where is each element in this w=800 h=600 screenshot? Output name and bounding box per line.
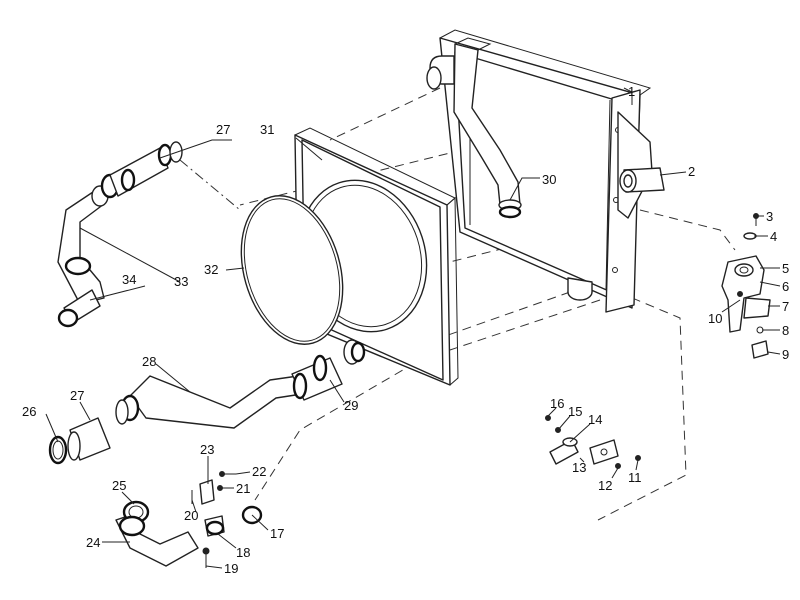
callout-23: 23	[200, 442, 214, 457]
callout-25: 25	[112, 478, 126, 493]
callout-14: 14	[588, 412, 602, 427]
callout-33: 33	[174, 274, 188, 289]
callout-20: 20	[184, 508, 198, 523]
lower-intake-hose	[115, 375, 303, 429]
callout-27-lower: 27	[70, 388, 84, 403]
mounting-bracket-right	[721, 213, 771, 359]
callout-9: 9	[782, 347, 789, 362]
callout-18: 18	[236, 545, 250, 560]
callout-28: 28	[142, 354, 156, 369]
callout-10: 10	[708, 311, 722, 326]
callout-21: 21	[236, 481, 250, 496]
upper-intake-hose	[57, 141, 183, 328]
callout-5: 5	[782, 261, 789, 276]
bracket-hardware-lower	[545, 415, 641, 469]
callout-8: 8	[782, 323, 789, 338]
radiator-core	[426, 29, 665, 313]
upper-water-pipe	[453, 37, 522, 219]
callout-30: 30	[542, 172, 556, 187]
callout-22: 22	[252, 464, 266, 479]
callout-3: 3	[766, 209, 773, 224]
connector-sleeve	[291, 339, 366, 401]
small-hardware-left	[191, 471, 263, 568]
callout-13: 13	[572, 460, 586, 475]
callout-32: 32	[204, 262, 218, 277]
callout-17: 17	[270, 526, 284, 541]
callout-19: 19	[224, 561, 238, 576]
lower-water-pipe	[115, 500, 199, 567]
callout-6: 6	[782, 279, 789, 294]
callout-7: 7	[782, 299, 789, 314]
callout-16: 16	[550, 396, 564, 411]
callout-27-upper: 27	[216, 122, 230, 137]
callout-2: 2	[688, 164, 695, 179]
callout-11: 11	[628, 470, 642, 485]
callout-1: 1	[628, 84, 635, 99]
leader-lines	[45, 87, 781, 569]
callout-24: 24	[86, 535, 100, 550]
callout-31: 31	[260, 122, 274, 137]
fan-ring	[240, 195, 344, 345]
callout-34: 34	[122, 272, 136, 287]
callout-26: 26	[22, 404, 36, 419]
callout-15: 15	[568, 404, 582, 419]
callout-labels: 1 2 3 4 5 6 7 8 9 10 11 12 13 14 15 16 1…	[22, 84, 789, 576]
left-hose-sleeve	[48, 417, 111, 465]
callout-12: 12	[598, 478, 612, 493]
callout-29: 29	[344, 398, 358, 413]
callout-4: 4	[770, 229, 777, 244]
